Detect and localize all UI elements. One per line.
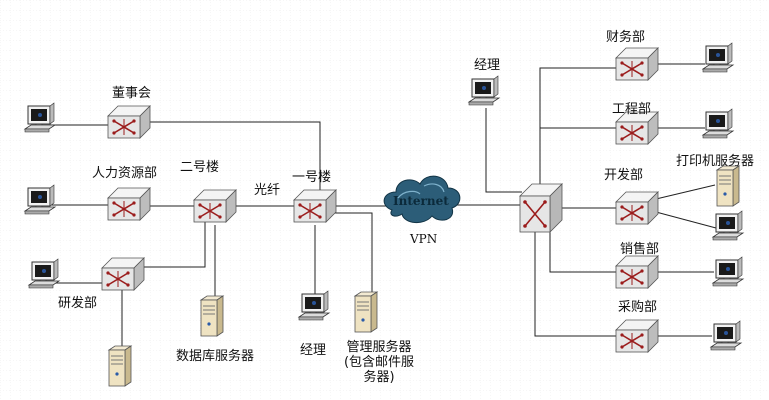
- label-building2: 二号楼: [180, 160, 220, 175]
- label-db-server: 数据库服务器: [176, 349, 255, 364]
- pc-hr: [24, 184, 56, 215]
- label-vpn: VPN: [410, 232, 438, 246]
- server-print: [716, 165, 740, 207]
- label-mgmt-server-line3: 务器): [363, 370, 395, 385]
- label-purchasing: 采购部: [618, 300, 658, 315]
- label-manager-bottom: 经理: [300, 343, 327, 358]
- server-database: [200, 295, 224, 337]
- connection-lines: [50, 63, 717, 355]
- label-sales: 销售部: [620, 242, 660, 257]
- pc-engineering: [702, 108, 734, 139]
- label-rnd: 研发部: [58, 296, 98, 311]
- label-manager-top: 经理: [474, 58, 501, 73]
- switch-sales: [615, 255, 659, 289]
- pc-manager-top: [468, 75, 500, 106]
- switch-finance: [615, 47, 659, 81]
- switch-core: [519, 183, 563, 233]
- label-hr: 人力资源部: [92, 166, 158, 181]
- switch-purchasing: [615, 319, 659, 353]
- label-building1: 一号楼: [292, 170, 332, 185]
- label-engineering: 工程部: [612, 102, 652, 117]
- switch-building2: [193, 189, 237, 223]
- pc-sales: [712, 256, 744, 287]
- pc-board: [24, 102, 56, 133]
- label-board: 董事会: [112, 86, 152, 101]
- pc-finance: [702, 42, 734, 73]
- label-development: 开发部: [604, 168, 644, 183]
- label-mgmt-server: 管理服务器 (包含邮件服 务器): [340, 340, 418, 385]
- pc-rnd: [28, 258, 60, 289]
- internet-cloud-icon: [383, 175, 461, 223]
- label-mgmt-server-line1: 管理服务器: [346, 340, 412, 355]
- switch-building1: [293, 189, 337, 223]
- switch-hr: [107, 187, 151, 221]
- label-print-server: 打印机服务器: [676, 154, 755, 169]
- label-finance: 财务部: [606, 30, 646, 45]
- switch-board: [107, 105, 151, 139]
- pc-purchasing: [710, 320, 742, 351]
- switch-development: [615, 191, 659, 225]
- label-fiber: 光纤: [254, 183, 281, 198]
- server-rnd: [108, 345, 132, 387]
- switch-rnd: [101, 257, 145, 291]
- server-management: [354, 291, 378, 333]
- label-internet: Internet: [393, 194, 449, 208]
- label-mgmt-server-line2: (包含邮件服: [343, 355, 415, 370]
- pc-development: [712, 210, 744, 241]
- pc-manager-bottom: [298, 290, 330, 321]
